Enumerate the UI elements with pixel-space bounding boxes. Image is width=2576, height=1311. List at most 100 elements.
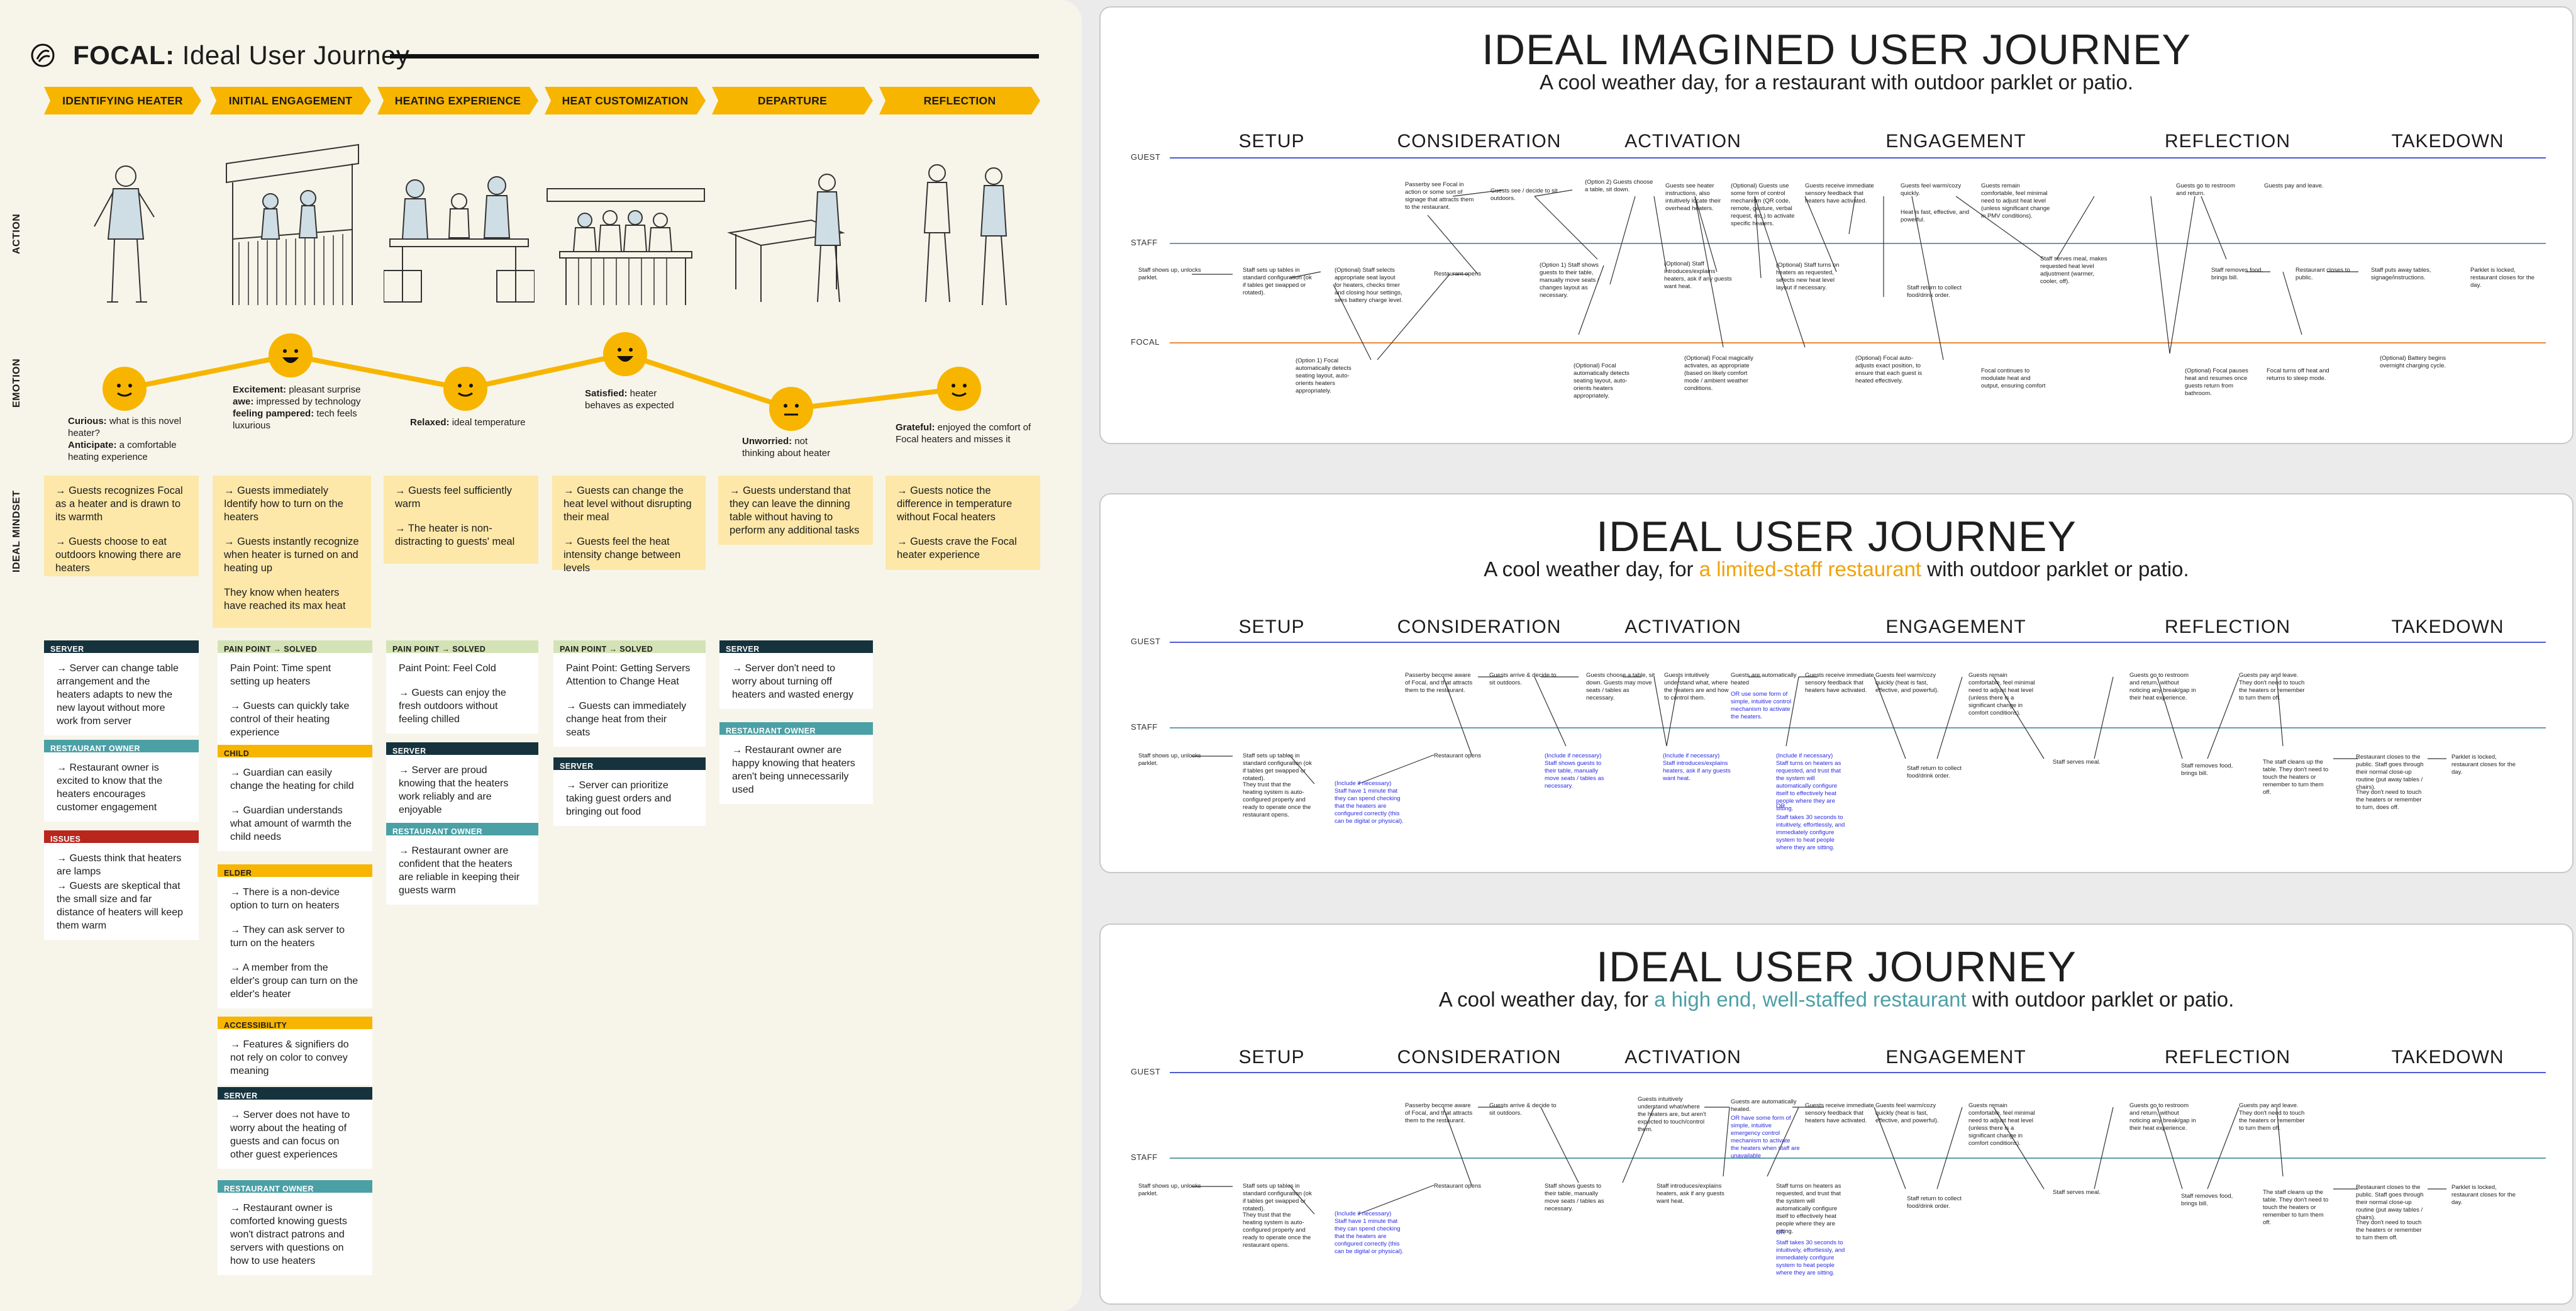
lane-staff: STAFF <box>1131 238 1158 247</box>
journey-note: (Include if necessary) Staff have 1 minu… <box>1335 780 1404 825</box>
role-card-elder: ELDER → There is a non-device option to … <box>218 864 372 1008</box>
journey-note: Guests go to restroom and return, withou… <box>2129 672 2196 701</box>
panel-subtitle: A cool weather day, for a restaurant wit… <box>1539 70 2134 94</box>
journey-note: Focal turns off heat and returns to slee… <box>2267 367 2329 382</box>
journey-note: Staff serves meal. <box>2053 759 2101 766</box>
phase-reflection: REFLECTION <box>2164 131 2291 152</box>
couple-walking-illustration <box>923 164 1008 306</box>
journey-note: Staff return to collect food/drink order… <box>1907 1195 1962 1210</box>
pain-point-card: PAIN POINT → SOLVED Pain Point: Time spe… <box>218 640 372 747</box>
journey-note: Staff serves meal, makes requested heat … <box>2040 255 2107 285</box>
stage-heating-experience: HEATING EXPERIENCE <box>377 87 538 114</box>
journey-note: Staff return to collect food/drink order… <box>1907 284 1962 299</box>
journey-panel-limited-staff: IDEAL USER JOURNEY A cool weather day, f… <box>1099 493 2573 873</box>
stage-initial-engagement: INITIAL ENGAGEMENT <box>210 87 371 114</box>
journey-note: Heat is fast, effective, and powerful. <box>1901 209 1970 223</box>
phase-consideration: CONSIDERATION <box>1397 131 1562 152</box>
journey-note: OR <box>1776 803 1785 810</box>
journey-note: They trust that the heating system is au… <box>1243 1212 1311 1249</box>
journey-note: Staff serves meal. <box>2053 1189 2101 1196</box>
journey-note: OR <box>1776 1229 1785 1236</box>
journey-note: Restaurant opens <box>1434 271 1481 277</box>
journey-note: Staff shows up, unlocks parklet. <box>1138 267 1201 281</box>
mindset-item: → Guests recognizes Focal as a heater an… <box>55 485 183 523</box>
journey-note: Staff shows up, unlocks parklet. <box>1138 1183 1201 1197</box>
journey-note: Staff return to collect food/drink order… <box>1907 765 1962 779</box>
journey-note: Guests see / decide to sit outdoors. <box>1491 187 1558 202</box>
pain-point-card: PAIN POINT → SOLVED Paint Point: Feel Co… <box>386 640 538 734</box>
journey-note: Restaurant opens <box>1434 752 1481 759</box>
journey-note: Guests choose a table, sit down. Guests … <box>1586 672 1655 701</box>
journey-note: Restaurant opens <box>1434 1183 1481 1190</box>
journey-note: Staff shows guests to their table, manua… <box>1545 1183 1604 1212</box>
journey-note: The staff cleans up the table. They don'… <box>2263 1189 2329 1226</box>
journey-note: Staff sets up tables in standard configu… <box>1243 752 1312 782</box>
journey-note: Guests arrive & decide to sit outdoors. <box>1489 672 1557 686</box>
journey-note: Parklet is locked, restaurant closes for… <box>2451 754 2516 776</box>
staff-lane-line <box>1170 727 2546 728</box>
journey-note: Staff shows up, unlocks parklet. <box>1138 752 1201 767</box>
stage-reflection: REFLECTION <box>879 87 1040 114</box>
focal-lane-line <box>1170 342 2546 343</box>
lane-guest: GUEST <box>1131 637 1161 646</box>
phase-reflection: REFLECTION <box>2164 616 2291 637</box>
phase-consideration: CONSIDERATION <box>1397 1047 1562 1068</box>
lane-staff: STAFF <box>1131 722 1158 732</box>
journey-note: Guests remain comfortable, feel minimal … <box>1981 182 2050 220</box>
mindset-item: → Guests understand that they can leave … <box>730 485 860 536</box>
journey-note: (Optional) Staff selects appropriate sea… <box>1335 267 1403 304</box>
mindset-box: → Guests feel sufficiently warm → The he… <box>384 476 538 564</box>
journey-note: (Option 1) Staff shows guests to their t… <box>1540 262 1599 299</box>
journey-note: Guests feel warm/cozy quickly (heat is f… <box>1875 672 1939 694</box>
role-card-server: SERVER → Server don't need to worry abou… <box>719 640 873 709</box>
journey-note: Guests pay and leave. They don't need to… <box>2239 672 2305 701</box>
journey-note: Staff turns on heaters as requested, and… <box>1776 1183 1841 1235</box>
journey-note: (Include if necessary) Staff shows guest… <box>1545 752 1604 789</box>
panel-title: IDEAL IMAGINED USER JOURNEY <box>1482 26 2191 74</box>
journey-note: (Optional) Focal auto-adjusts exact posi… <box>1855 355 1923 384</box>
row-label-mindset: IDEAL MINDSET <box>11 490 22 572</box>
journey-note: Restaurant closes to the public. Staff g… <box>2356 1184 2424 1221</box>
role-card-restaurant-owner: RESTAURANT OWNER → Restaurant owner are … <box>386 823 538 905</box>
journey-note: (Optional) Staff turns on heaters as req… <box>1776 262 1840 291</box>
panel-title: IDEAL USER JOURNEY <box>1596 513 2077 561</box>
phase-consideration: CONSIDERATION <box>1397 616 1562 637</box>
emotion-caption-satisfied: Satisfied: heater behaves as expected <box>585 388 674 411</box>
role-card-restaurant-owner: RESTAURANT OWNER → Restaurant owner is e… <box>44 740 199 822</box>
journey-note: Guests receive immediate sensory feedbac… <box>1805 672 1874 694</box>
lane-guest: GUEST <box>1131 152 1161 162</box>
phase-takedown: TAKEDOWN <box>2391 1047 2504 1068</box>
group-dining-illustration <box>547 188 705 305</box>
journey-note: Staff takes 30 seconds to intuitively, e… <box>1776 1239 1845 1276</box>
phase-setup: SETUP <box>1238 616 1305 637</box>
lane-guest: GUEST <box>1131 1067 1161 1076</box>
lane-staff: STAFF <box>1131 1152 1158 1162</box>
journey-note: (Option 1) Focal automatically detects s… <box>1296 357 1352 394</box>
mindset-item: → Guests immediately Identify how to tur… <box>224 485 343 523</box>
parklet-structure-illustration <box>226 143 359 305</box>
phase-takedown: TAKEDOWN <box>2391 131 2504 152</box>
journey-panel-high-end: IDEAL USER JOURNEY A cool weather day, f… <box>1099 923 2573 1305</box>
journey-note: Guests pay and leave. They don't need to… <box>2239 1102 2305 1132</box>
journey-note: Parklet is locked, restaurant closes for… <box>2470 267 2534 289</box>
diners-table-illustration <box>384 176 535 303</box>
journey-note: Staff removes food, brings bill. <box>2211 267 2263 281</box>
mindset-item: → Guests can change the heat level witho… <box>564 485 692 523</box>
staff-lane-line <box>1170 1158 2546 1159</box>
mindset-item: → Guests notice the difference in temper… <box>897 485 1013 523</box>
smile-face-icon <box>103 367 147 411</box>
mindset-item: → Guests feel the heat intensity change … <box>564 536 681 574</box>
emotion-curve <box>124 351 960 412</box>
journey-note: They trust that the heating system is au… <box>1243 781 1311 818</box>
staff-lane-line <box>1170 243 2546 244</box>
emotion-caption-curious: Curious: what is this novel heater? Anti… <box>68 416 182 462</box>
emotion-caption-excitement: Excitement: pleasant surprise awe: impre… <box>233 384 361 431</box>
board-header: FOCAL: Ideal User Journey <box>30 36 409 74</box>
journey-arrows <box>1192 676 2446 784</box>
guest-lane-line <box>1170 1072 2546 1073</box>
journey-note: OR use some form of simple, intuitive co… <box>1731 691 1792 720</box>
stage-heat-customization: HEAT CUSTOMIZATION <box>545 87 706 114</box>
header-rule <box>390 54 1039 59</box>
journey-note: Staff sets up tables in standard configu… <box>1243 267 1312 296</box>
journey-note: Guests receive immediate sensory feedbac… <box>1805 182 1874 204</box>
